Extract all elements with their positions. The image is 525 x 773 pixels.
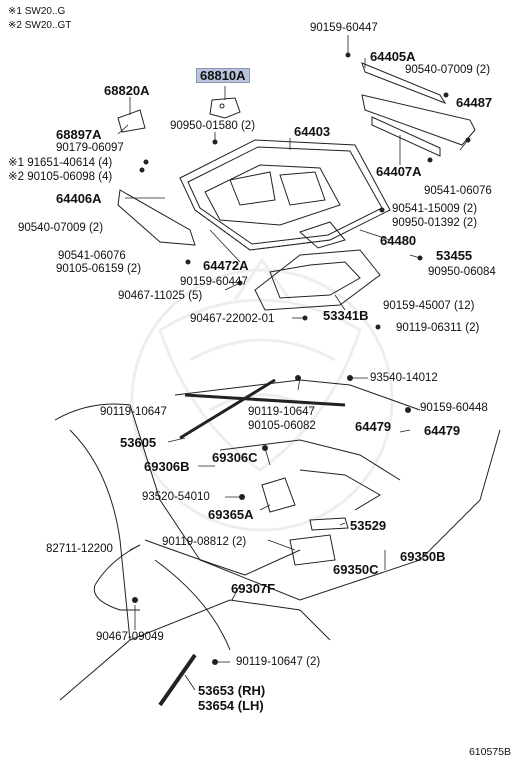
part-label[interactable]: 90119-10647 (2) <box>236 656 321 668</box>
part-label[interactable]: 53455 <box>436 248 473 263</box>
part-label[interactable]: 90159-60447 <box>180 276 248 288</box>
part-label[interactable]: 69350B <box>400 549 446 564</box>
lock-assembly <box>289 517 349 566</box>
part-label[interactable]: 90119-10647 <box>100 406 167 418</box>
hood-support <box>158 653 197 707</box>
part-label[interactable]: 90119-06311 (2) <box>396 322 480 334</box>
part-label[interactable]: 53653 (RH) <box>198 683 266 698</box>
part-label[interactable]: 69307F <box>231 581 276 596</box>
fasteners <box>132 52 471 665</box>
part-label[interactable]: 93520-54010 <box>142 491 210 503</box>
part-label[interactable]: 90159-60448 <box>420 402 488 414</box>
part-label[interactable]: 93540-14012 <box>370 372 438 384</box>
part-label[interactable]: 90119-08812 (2) <box>162 536 247 548</box>
part-label-highlighted[interactable]: 68810A <box>196 68 250 83</box>
part-label[interactable]: 53605 <box>120 435 157 450</box>
side-panel <box>117 189 196 246</box>
part-label[interactable]: 69306B <box>144 459 190 474</box>
part-label[interactable]: 64407A <box>376 164 422 179</box>
part-label[interactable]: 68897A <box>56 127 102 142</box>
part-label[interactable]: 90467-11025 (5) <box>118 290 203 302</box>
part-label[interactable]: 90105-06159 (2) <box>56 263 142 275</box>
hinge-68810A <box>209 97 241 119</box>
part-label[interactable]: 69365A <box>208 507 254 522</box>
part-label[interactable]: 64479 <box>424 423 461 438</box>
part-label[interactable]: 64487 <box>456 95 493 110</box>
part-label[interactable]: 68820A <box>104 83 150 98</box>
trunk-body <box>54 379 501 701</box>
part-label[interactable]: 90467-09049 <box>96 631 164 643</box>
part-label[interactable]: 90159-45007 (12) <box>383 300 475 312</box>
part-label[interactable]: 69306C <box>212 450 258 465</box>
part-label[interactable]: 90105-06082 <box>248 420 316 432</box>
part-label[interactable]: 64406A <box>56 191 102 206</box>
spoiler <box>361 62 476 157</box>
release-cable <box>93 539 301 651</box>
part-label[interactable]: 90467-22002-01 <box>190 313 275 325</box>
part-label[interactable]: 53341B <box>323 308 369 323</box>
part-label[interactable]: 53529 <box>350 518 387 533</box>
hood-panel <box>179 139 391 251</box>
note-variant-2: ※2 SW20..GT <box>8 20 72 31</box>
part-label[interactable]: 53654 (LH) <box>198 698 264 713</box>
part-label[interactable]: 90950-01580 (2) <box>170 120 256 132</box>
part-label[interactable]: ※1 91651-40614 (4) <box>8 157 113 169</box>
part-label[interactable]: 90541-15009 (2) <box>392 203 478 215</box>
note-variant-1: ※1 SW20..G <box>8 6 66 17</box>
part-label[interactable]: 90541-06076 <box>58 250 126 262</box>
part-label[interactable]: 90119-10647 <box>248 406 315 418</box>
part-label[interactable]: 64403 <box>294 124 331 139</box>
bracket-69365A <box>261 477 296 513</box>
part-label[interactable]: 82711-12200 <box>46 543 113 555</box>
hinge-68820A <box>117 109 146 133</box>
diagram-id: 610575B <box>468 746 511 758</box>
hood-rods <box>179 378 346 440</box>
part-label[interactable]: 90540-07009 (2) <box>18 222 104 234</box>
part-label[interactable]: 90540-07009 (2) <box>405 64 491 76</box>
part-label[interactable]: 90179-06097 <box>56 142 124 154</box>
part-label[interactable]: 64479 <box>355 419 392 434</box>
hood-liner <box>254 221 381 311</box>
part-label[interactable]: 90541-06076 <box>424 185 492 197</box>
part-label[interactable]: 64405A <box>370 49 416 64</box>
part-label[interactable]: 90950-01392 (2) <box>392 217 478 229</box>
part-label[interactable]: 64472A <box>203 258 249 273</box>
part-label[interactable]: ※2 90105-06098 (4) <box>8 171 113 183</box>
leader-lines <box>117 35 469 691</box>
part-label[interactable]: 90159-60447 <box>310 22 378 34</box>
part-label[interactable]: 90950-06084 <box>428 266 496 278</box>
part-label[interactable]: 69350C <box>333 562 379 577</box>
part-label[interactable]: 64480 <box>380 233 417 248</box>
